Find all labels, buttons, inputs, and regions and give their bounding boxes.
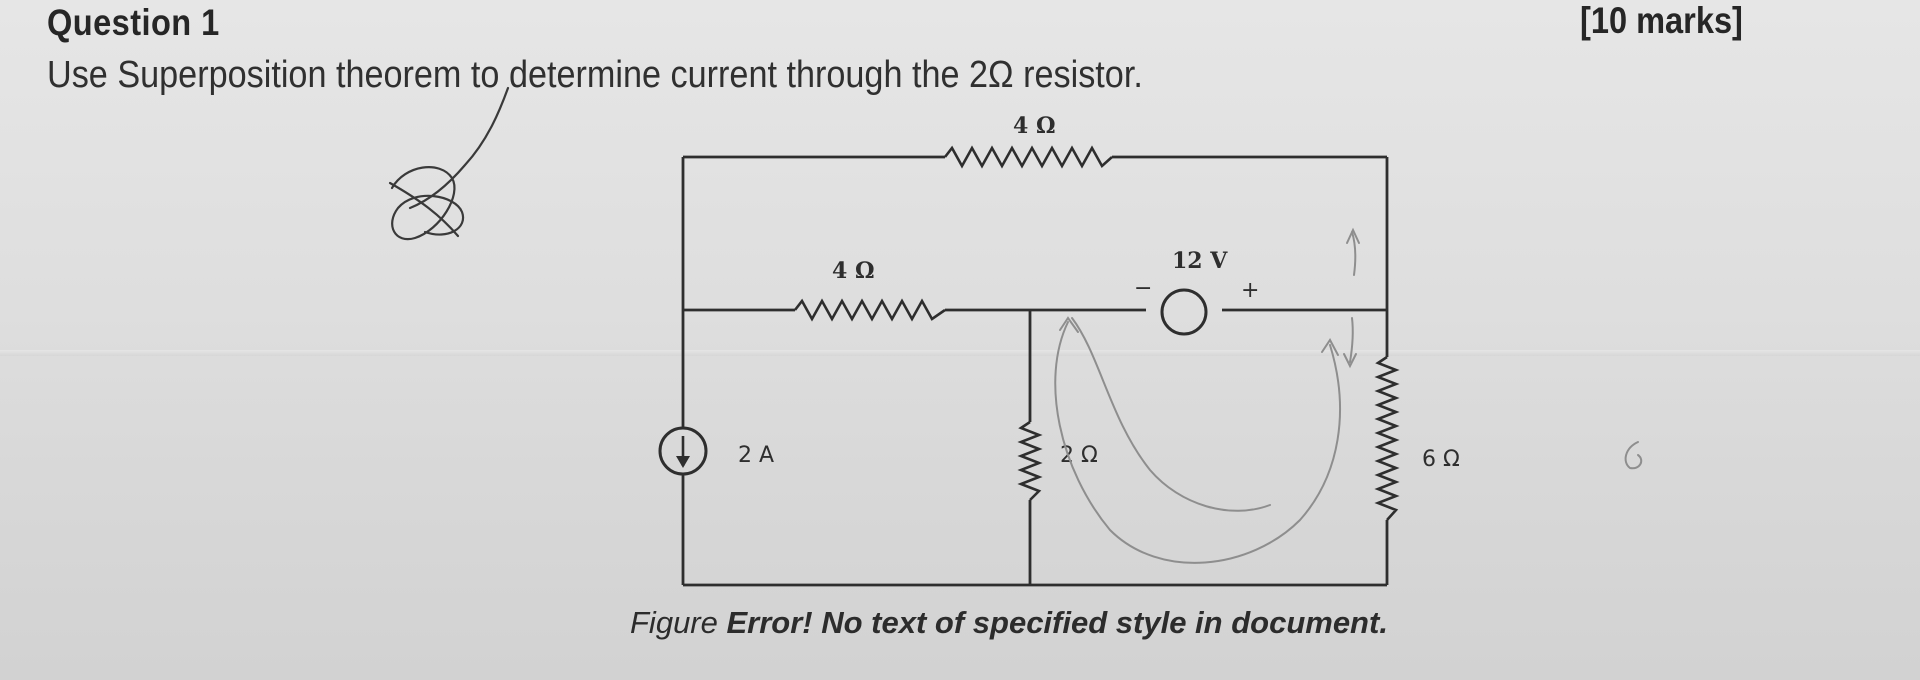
label-voltage-minus: − xyxy=(1134,276,1152,301)
question-instruction: Use Superposition theorem to determine c… xyxy=(47,54,1143,96)
circuit-wires xyxy=(681,155,1389,587)
pencil-annotations xyxy=(1054,227,1643,564)
paper-fold xyxy=(0,350,1920,356)
question-title: Question 1 xyxy=(47,2,220,43)
resistor-top xyxy=(943,145,1113,169)
label-current-source: 2 A xyxy=(738,443,774,468)
handwritten-mark xyxy=(388,86,510,241)
label-r-middle: 4 Ω xyxy=(832,258,875,284)
figure-caption: Figure Error! No text of specified style… xyxy=(630,605,1388,641)
label-voltage-plus: + xyxy=(1241,278,1259,303)
current-source xyxy=(658,426,708,476)
label-r-top: 4 Ω xyxy=(1013,113,1056,139)
resistor-right xyxy=(1374,355,1400,521)
marks-label: [10 marks] xyxy=(1580,0,1743,41)
figure-caption-error: Error! No text of specified style in doc… xyxy=(726,605,1388,640)
resistor-center xyxy=(1017,420,1043,501)
figure-caption-prefix: Figure xyxy=(630,605,727,640)
voltage-source xyxy=(1160,288,1208,336)
label-r-right: 6 Ω xyxy=(1422,447,1460,472)
resistor-middle xyxy=(793,298,946,322)
label-voltage-source: 12 V xyxy=(1172,248,1228,274)
